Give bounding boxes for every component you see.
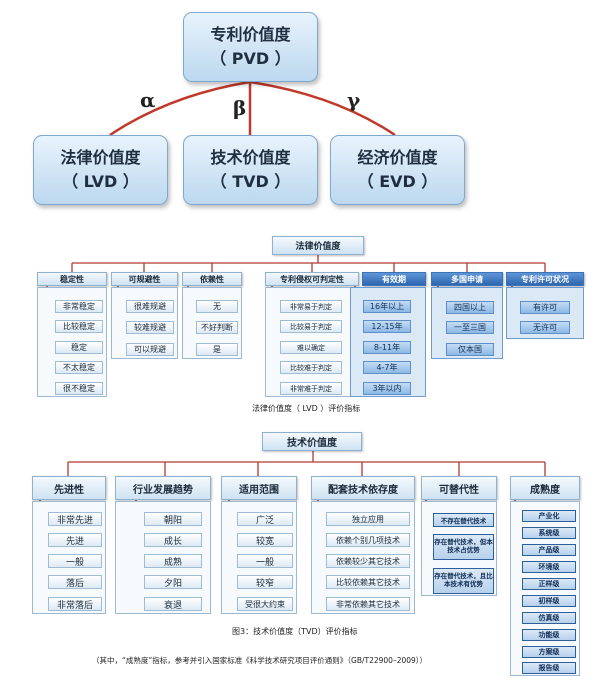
lvd-item: 16年以上 — [363, 300, 411, 313]
lvd-item: 比较易于判定 — [280, 320, 342, 333]
lvd-header-stability: 稳定性 — [37, 272, 107, 286]
lvd-item: 3年以内 — [363, 382, 411, 395]
tvd-item: 产品级 — [522, 544, 576, 556]
tvd-box: 技术价值度 （ TVD ） — [183, 135, 318, 205]
tvd-item: 受很大约束 — [237, 597, 293, 611]
weight-gamma: γ — [347, 88, 361, 112]
lvd-item: 非常易于判定 — [280, 300, 342, 313]
tvd-item: 方案级 — [522, 646, 576, 658]
lvd-item: 较难规避 — [126, 321, 174, 334]
weight-alpha: α — [140, 88, 156, 112]
lvd-item: 比较难于判定 — [280, 361, 342, 374]
tvd-header-advancement: 先进性 — [32, 476, 106, 500]
lvd-item: 不好判断 — [196, 321, 238, 334]
lvd-box-title: 法律价值度 — [60, 148, 141, 167]
tvd-item: 报告级 — [522, 662, 576, 674]
tvd-item: 一般 — [48, 554, 102, 568]
evd-box-title: 经济价值度 — [357, 148, 438, 167]
lvd-item: 不太稳定 — [55, 361, 103, 374]
lvd-item: 8-11年 — [363, 341, 411, 354]
pvd-root-abbr: （ PVD ） — [210, 49, 291, 68]
tvd-item: 环境级 — [522, 561, 576, 573]
tvd-item: 落后 — [48, 575, 102, 589]
tvd-item: 较宽 — [237, 533, 293, 547]
lvd-box-abbr: （ LVD ） — [62, 172, 139, 191]
tvd-header-scope: 适用范围 — [221, 476, 297, 500]
tvd-box-abbr: （ TVD ） — [210, 172, 291, 191]
lvd-item: 四国以上 — [446, 301, 494, 314]
lvd-item: 非常难于判定 — [280, 382, 342, 395]
lvd-item: 4-7年 — [363, 361, 411, 374]
lvd-header-avoidability: 可规避性 — [111, 272, 178, 286]
tvd-item: 依赖较少其它技术 — [326, 554, 410, 568]
tvd-item: 非常先进 — [48, 512, 102, 526]
tvd-item: 产业化 — [522, 510, 576, 522]
tvd-item: 广泛 — [237, 512, 293, 526]
lvd-item: 比较稳定 — [55, 320, 103, 333]
lvd-item: 非常稳定 — [55, 300, 103, 313]
tvd-item: 正样级 — [522, 578, 576, 590]
tvd-footnote: （其中，“成熟度”指标，参考并引入国家标准《科学技术研究项目评价通则》（GB/T… — [92, 656, 428, 665]
tvd-item: 比较依赖其它技术 — [326, 575, 410, 589]
tvd-item: 成熟 — [144, 554, 202, 568]
tvd-item: 非常落后 — [48, 597, 102, 611]
tvd-header-industry-trend: 行业发展趋势 — [115, 476, 211, 500]
lvd-item: 是 — [196, 343, 238, 356]
tvd-caption: 图3：技术价值度（TVD）评价指标 — [232, 627, 358, 636]
tvd-item: 非常依赖其它技术 — [326, 597, 410, 611]
tvd-item: 较窄 — [237, 575, 293, 589]
tvd-item: 独立应用 — [326, 512, 410, 526]
tvd-item: 一般 — [237, 554, 293, 568]
tvd-item: 存在替代技术，但本技术占优势 — [433, 534, 494, 560]
tvd-box-title: 技术价值度 — [210, 148, 291, 167]
tvd-header-substitutability: 可替代性 — [421, 476, 497, 500]
tvd-item: 系统级 — [522, 527, 576, 539]
tvd-item: 功能级 — [522, 629, 576, 641]
lvd-header-validity: 有效期 — [362, 272, 426, 286]
tvd-item: 初样级 — [522, 595, 576, 607]
lvd-item: 难以确定 — [280, 341, 342, 354]
lvd-item: 很难规避 — [126, 300, 174, 313]
tvd-header-supporting-tech: 配套技术依存度 — [311, 476, 415, 500]
lvd-item: 仅本国 — [446, 343, 494, 356]
lvd-item: 12-15年 — [363, 320, 411, 333]
lvd-header-infringement: 专利侵权可判定性 — [265, 272, 359, 286]
lvd-item: 可以规避 — [126, 343, 174, 356]
lvd-caption: 法律价值度（ LVD ）评价指标 — [252, 404, 361, 413]
lvd-item: 稳定 — [55, 341, 103, 354]
tvd-item: 朝阳 — [144, 512, 202, 526]
lvd-header-dependency: 依赖性 — [182, 272, 242, 286]
tvd-title: 技术价值度 — [262, 432, 362, 451]
lvd-item: 无许可 — [520, 321, 570, 334]
tvd-item: 先进 — [48, 533, 102, 547]
tvd-item: 不存在替代技术 — [433, 513, 494, 527]
evd-box-abbr: （ EVD ） — [357, 172, 438, 191]
pvd-root-box: 专利价值度 （ PVD ） — [183, 12, 318, 82]
pvd-root-title: 专利价值度 — [210, 25, 291, 44]
tvd-header-maturity: 成熟度 — [510, 476, 580, 500]
lvd-item: 无 — [196, 300, 238, 313]
tvd-item: 成长 — [144, 533, 202, 547]
lvd-item: 有许可 — [520, 301, 570, 314]
lvd-item: 很不稳定 — [55, 382, 103, 395]
tvd-item: 仿真级 — [522, 612, 576, 624]
lvd-header-licensing: 专利许可状况 — [506, 272, 584, 286]
lvd-box: 法律价值度 （ LVD ） — [33, 135, 168, 205]
tvd-item: 存在替代技术，且比本技术有优势 — [433, 568, 494, 594]
tvd-item: 衰退 — [144, 597, 202, 611]
lvd-item: 一至三国 — [446, 321, 494, 334]
lvd-header-multinational: 多国申请 — [431, 272, 503, 286]
weight-beta: β — [233, 96, 247, 120]
tvd-item: 夕阳 — [144, 575, 202, 589]
evd-box: 经济价值度 （ EVD ） — [330, 135, 465, 205]
lvd-title: 法律价值度 — [272, 236, 364, 255]
tvd-item: 依赖个别几项技术 — [326, 533, 410, 547]
